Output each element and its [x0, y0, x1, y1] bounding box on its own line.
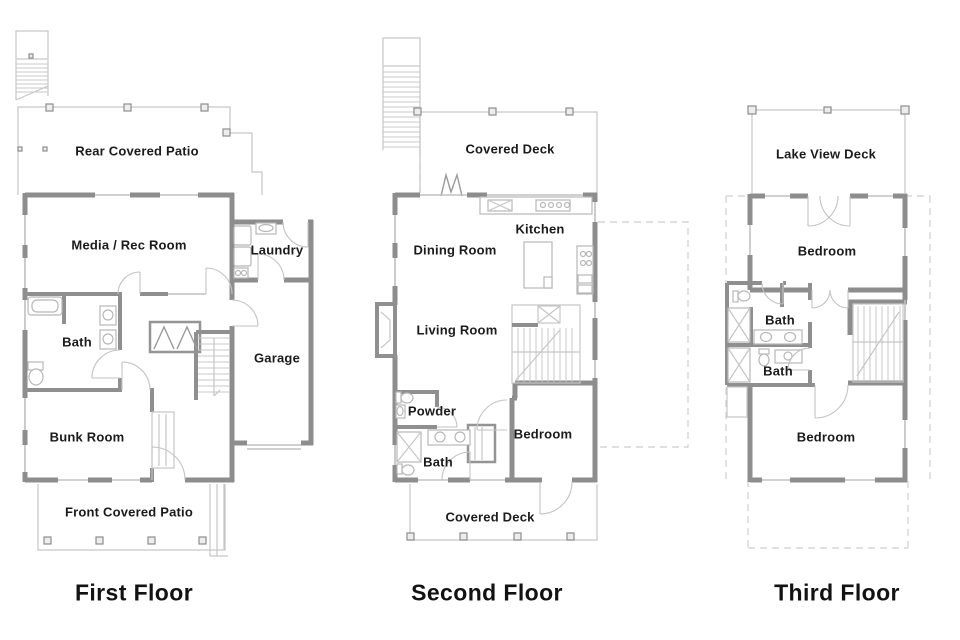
second-floor-stairs-icon	[511, 304, 581, 384]
third-floor-title: Third Floor	[774, 579, 900, 606]
third-floor-bath-partitions	[725, 281, 815, 418]
room-label-bath-second: Bath	[423, 454, 453, 470]
second-floor-title: Second Floor	[411, 579, 563, 606]
room-label-bedroom-second: Bedroom	[513, 426, 573, 442]
room-label-bunk-room: Bunk Room	[49, 429, 125, 445]
room-label-powder: Powder	[407, 403, 457, 419]
first-floor-partitions	[25, 292, 232, 482]
second-floor-walls	[392, 192, 689, 483]
room-label-kitchen: Kitchen	[515, 221, 565, 237]
laundry-fixtures	[233, 222, 277, 279]
fireplace-icon	[375, 302, 397, 358]
rear-patio-outline	[17, 103, 263, 195]
third-floor-plan	[725, 105, 931, 549]
upper-deck-outline	[413, 107, 598, 197]
first-floor-stairs-icon	[198, 337, 230, 397]
room-label-covered-deck-lower: Covered Deck	[445, 509, 535, 525]
room-label-bath-third-lower: Bath	[763, 363, 793, 379]
kitchen-fixtures	[479, 196, 594, 295]
first-floor-doors	[91, 221, 309, 481]
roof-outline-dashed	[725, 195, 931, 549]
room-label-bedroom-third-upper: Bedroom	[797, 243, 857, 259]
room-label-dining-room: Dining Room	[413, 242, 497, 258]
third-floor-stairs-icon	[852, 303, 904, 383]
first-floor-title: First Floor	[74, 579, 194, 606]
front-patio-outline	[37, 484, 228, 557]
third-floor-doors	[761, 195, 851, 419]
second-floor-doors	[436, 399, 573, 515]
exterior-stair-icon	[15, 30, 49, 101]
lake-deck-outline	[747, 105, 910, 193]
room-label-laundry: Laundry	[250, 242, 304, 258]
room-label-living-room: Living Room	[416, 322, 498, 338]
second-floor-plan	[375, 37, 689, 541]
room-label-bath-first: Bath	[62, 334, 92, 350]
room-label-media-rec-room: Media / Rec Room	[71, 237, 187, 253]
first-floor-walls	[22, 192, 314, 483]
room-label-rear-covered-patio: Rear Covered Patio	[75, 143, 199, 159]
first-floor-plan	[15, 30, 314, 557]
lower-deck-outline	[406, 484, 598, 541]
powder-bath-partitions	[395, 390, 497, 476]
room-label-front-covered-patio: Front Covered Patio	[64, 504, 194, 520]
room-label-covered-deck-upper: Covered Deck	[465, 141, 555, 157]
room-label-garage: Garage	[253, 350, 301, 366]
first-floor-bath-fixtures	[27, 296, 117, 386]
room-label-bath-third-upper: Bath	[765, 312, 795, 328]
room-label-bedroom-third-lower: Bedroom	[796, 429, 856, 445]
room-label-lake-view-deck: Lake View Deck	[775, 146, 877, 162]
